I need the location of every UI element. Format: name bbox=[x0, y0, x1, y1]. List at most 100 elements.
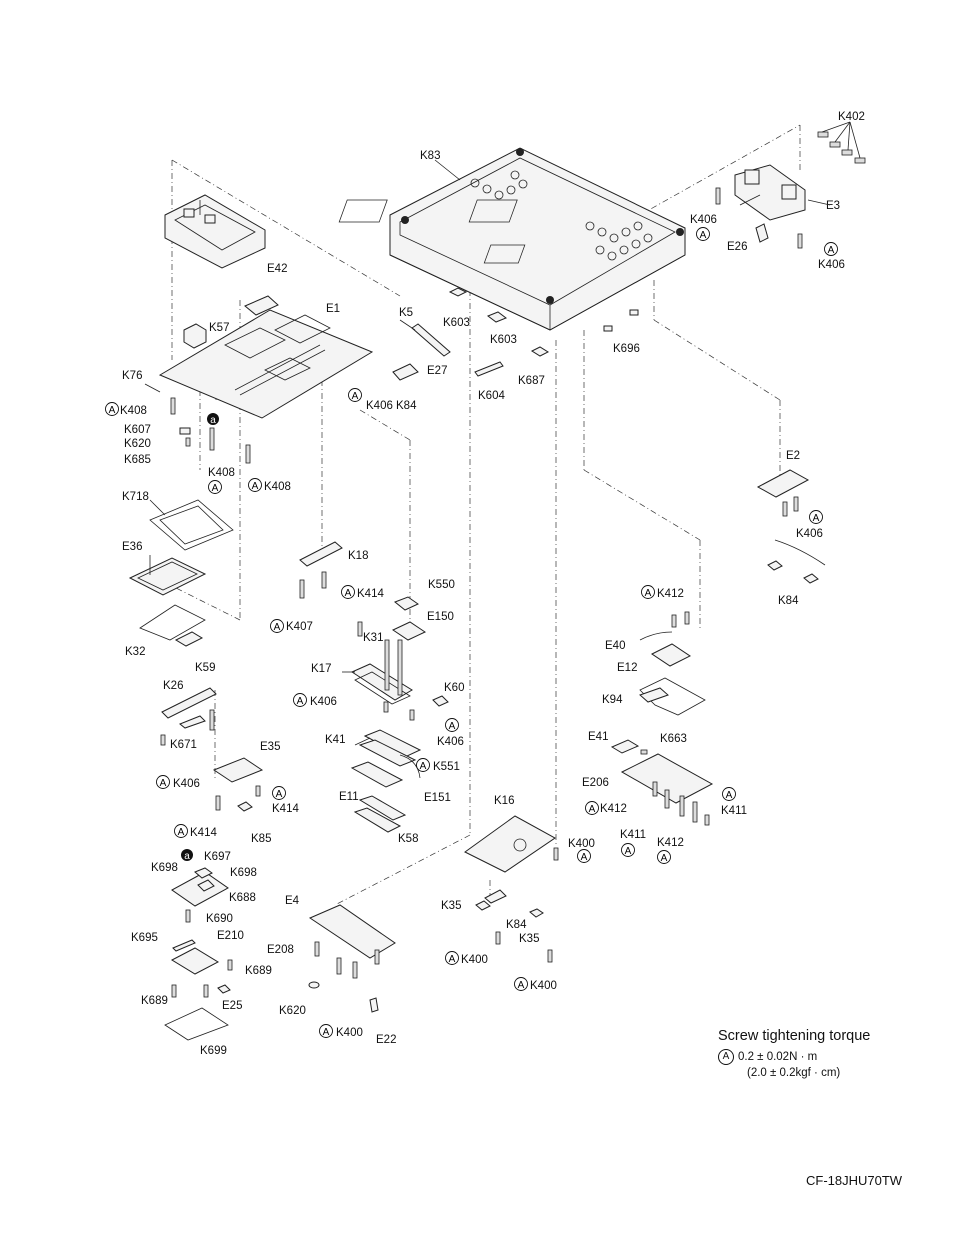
label-k16: K16 bbox=[494, 795, 514, 807]
label-e25: E25 bbox=[222, 1000, 242, 1012]
label-k17: K17 bbox=[311, 663, 331, 675]
label-k412: K412 bbox=[657, 837, 684, 849]
label-k84: K84 bbox=[396, 400, 417, 412]
label-k690: K690 bbox=[206, 913, 233, 925]
label-k688: K688 bbox=[229, 892, 256, 904]
pads bbox=[448, 287, 639, 357]
part-labels: K402 K83 E3 K406 E26 K406 E42 E1 K5 K57 … bbox=[120, 111, 865, 1057]
board-e2 bbox=[756, 469, 826, 584]
label-e11: E11 bbox=[339, 791, 359, 803]
bracket-k26 bbox=[160, 687, 217, 746]
torque-mark-icon: A bbox=[718, 1049, 734, 1065]
label-k696: K696 bbox=[613, 343, 640, 355]
label-e40: E40 bbox=[605, 640, 625, 652]
label-k718: K718 bbox=[122, 491, 149, 503]
label-k699: K699 bbox=[200, 1045, 227, 1057]
bracket-k18 bbox=[299, 541, 343, 599]
svg-text:a: a bbox=[210, 415, 216, 426]
part-k57 bbox=[183, 323, 207, 349]
label-k84: K84 bbox=[778, 595, 799, 607]
label-k414: K414 bbox=[357, 588, 384, 600]
label-k607: K607 bbox=[124, 424, 151, 436]
svg-text:A: A bbox=[813, 513, 820, 524]
torque-value-nm: 0.2 ± 0.02N · m bbox=[738, 1051, 818, 1063]
svg-text:A: A bbox=[352, 391, 359, 402]
svg-text:A: A bbox=[581, 852, 588, 863]
label-k83: K83 bbox=[420, 150, 440, 162]
label-k406: K406 bbox=[173, 778, 200, 790]
reference-marks: a a bbox=[181, 413, 219, 862]
svg-text:A: A bbox=[178, 827, 185, 838]
label-k550: K550 bbox=[428, 579, 455, 591]
label-k406: K406 bbox=[437, 736, 464, 748]
model-code: CF-18JHU70TW bbox=[806, 1173, 903, 1188]
sheet-k32 bbox=[139, 604, 206, 647]
label-e12: E12 bbox=[617, 662, 637, 674]
board-e206 bbox=[610, 739, 714, 826]
label-e150: E150 bbox=[427, 611, 454, 623]
label-k412: K412 bbox=[600, 803, 627, 815]
svg-text:A: A bbox=[828, 245, 835, 256]
chassis-k83 bbox=[338, 147, 686, 331]
label-k26: K26 bbox=[163, 680, 183, 692]
connector-e3 bbox=[715, 121, 866, 249]
label-k406: K406 bbox=[818, 259, 845, 271]
svg-text:A: A bbox=[345, 588, 352, 599]
label-k85: K85 bbox=[251, 833, 271, 845]
part-e150 bbox=[391, 596, 427, 641]
label-k406: K406 bbox=[310, 696, 337, 708]
label-e26: E26 bbox=[727, 241, 747, 253]
label-e36: E36 bbox=[122, 541, 142, 553]
svg-text:A: A bbox=[160, 778, 167, 789]
label-k5: K5 bbox=[399, 307, 413, 319]
label-k551: K551 bbox=[433, 761, 460, 773]
svg-text:A: A bbox=[625, 846, 632, 857]
label-e35: E35 bbox=[260, 741, 280, 753]
label-k698: K698 bbox=[230, 867, 257, 879]
label-e2: E2 bbox=[786, 450, 800, 462]
label-k406: K406 bbox=[796, 528, 823, 540]
label-k412: K412 bbox=[657, 588, 684, 600]
svg-text:A: A bbox=[449, 954, 456, 965]
label-e22: E22 bbox=[376, 1034, 396, 1046]
label-k685: K685 bbox=[124, 454, 151, 466]
svg-text:A: A bbox=[212, 483, 219, 494]
label-k32: K32 bbox=[125, 646, 145, 658]
torque-legend-title: Screw tightening torque bbox=[718, 1028, 871, 1044]
part-e36 bbox=[128, 557, 207, 596]
label-k620: K620 bbox=[279, 1005, 306, 1017]
label-k687: K687 bbox=[518, 375, 545, 387]
label-e208: E208 bbox=[267, 944, 294, 956]
label-k408: K408 bbox=[120, 405, 147, 417]
label-k407: K407 bbox=[286, 621, 313, 633]
svg-text:A: A bbox=[700, 230, 707, 241]
plate-k16 bbox=[464, 815, 559, 963]
label-k76: K76 bbox=[122, 370, 142, 382]
bracket-e4 bbox=[308, 904, 396, 1013]
label-e3: E3 bbox=[826, 200, 840, 212]
svg-text:A: A bbox=[661, 853, 668, 864]
label-k400: K400 bbox=[530, 980, 557, 992]
label-e151: E151 bbox=[424, 792, 451, 804]
label-k406: K406 bbox=[690, 214, 717, 226]
label-k400: K400 bbox=[336, 1027, 363, 1039]
label-k41: K41 bbox=[325, 734, 345, 746]
label-k411: K411 bbox=[721, 805, 747, 817]
frame-k718 bbox=[149, 499, 234, 551]
label-k60: K60 bbox=[444, 682, 464, 694]
svg-text:A: A bbox=[297, 696, 304, 707]
label-k698: K698 bbox=[151, 862, 178, 874]
label-k663: K663 bbox=[660, 733, 687, 745]
assembly-k17 bbox=[350, 621, 449, 721]
board-e210 bbox=[170, 939, 233, 998]
svg-text:A: A bbox=[109, 405, 116, 416]
label-k400: K400 bbox=[568, 838, 595, 850]
label-k58: K58 bbox=[398, 833, 418, 845]
svg-text:A: A bbox=[420, 761, 427, 772]
mainboard-e1 bbox=[158, 295, 374, 419]
board-e12 bbox=[639, 611, 706, 716]
label-k84: K84 bbox=[506, 919, 527, 931]
label-k18: K18 bbox=[348, 550, 368, 562]
svg-text:A: A bbox=[274, 622, 281, 633]
board-e35 bbox=[212, 757, 264, 812]
